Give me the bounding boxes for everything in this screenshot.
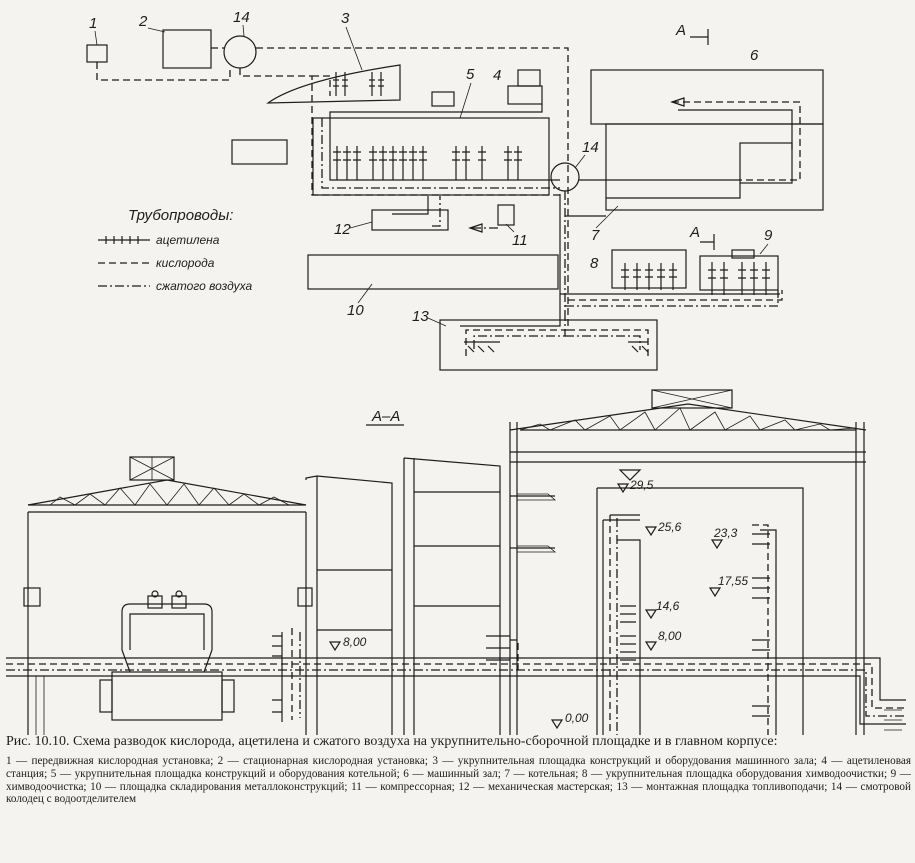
unit-2-stationary-oxygen-plant bbox=[162, 29, 212, 69]
pipeline-diagram: 1 2 14 3 4 bbox=[6, 9, 906, 735]
label-2: 2 bbox=[138, 13, 148, 30]
label-10: 10 bbox=[347, 302, 364, 319]
turbine-hall-section bbox=[23, 456, 313, 735]
elevation-29-5: 29,5 bbox=[629, 478, 654, 492]
label-7: 7 bbox=[591, 227, 600, 244]
caption-title: Рис. 10.10. Схема разводок кислорода, ац… bbox=[6, 734, 778, 749]
legend-acetylene: ацетилена bbox=[156, 233, 220, 247]
label-3: 3 bbox=[341, 10, 350, 27]
label-12: 12 bbox=[334, 221, 351, 238]
label-5: 5 bbox=[466, 66, 475, 83]
site-5-valve-rack bbox=[333, 146, 522, 180]
elevation-0-00: 0,00 bbox=[565, 711, 589, 725]
unit-1-mobile-oxygen-plant bbox=[86, 44, 108, 63]
elevation-25-6: 25,6 bbox=[657, 520, 682, 534]
label-14-mid: 14 bbox=[582, 139, 599, 156]
deaerator-bay-section bbox=[305, 457, 557, 735]
unit-9-water-treatment bbox=[699, 255, 779, 291]
elevation-8-00-right: 8,00 bbox=[658, 629, 682, 643]
unit-11-compressor-station bbox=[497, 204, 515, 226]
section-marker-top: A bbox=[675, 22, 686, 39]
label-1: 1 bbox=[89, 15, 97, 32]
unit-12-mechanical-workshop bbox=[371, 209, 449, 231]
section-marker-mid: A bbox=[689, 224, 700, 241]
unit-14-inspection-well-2 bbox=[550, 162, 580, 192]
label-11: 11 bbox=[512, 232, 528, 249]
legend-title: Трубопроводы: bbox=[128, 207, 233, 224]
unit-5-boiler-assembly-site bbox=[312, 117, 550, 196]
unit-10-storage-area bbox=[307, 254, 559, 290]
unit-4-acetylene-station bbox=[507, 85, 543, 105]
legend: Трубопроводы: ацетилена кислорода сжатог… bbox=[98, 207, 252, 293]
unit-14-inspection-well bbox=[223, 35, 257, 69]
caption-legend: 1 — передвижная кислородная установка; 2… bbox=[6, 755, 911, 806]
unit-13-fuel-supply-site bbox=[439, 319, 658, 371]
label-14-top: 14 bbox=[233, 9, 250, 26]
elevation-marks: 29,5 25,6 23,3 17,55 14,6 8,00 8,00 0,00 bbox=[328, 478, 748, 730]
trunk-pipelines bbox=[6, 657, 906, 735]
label-4: 4 bbox=[493, 67, 501, 84]
plan-view: 1 2 14 3 4 bbox=[86, 9, 824, 371]
elevation-17-55: 17,55 bbox=[718, 574, 748, 588]
legend-oxygen: кислорода bbox=[156, 256, 215, 270]
label-13: 13 bbox=[412, 308, 429, 325]
elevation-8-00-left: 8,00 bbox=[343, 635, 367, 649]
elevation-23-3: 23,3 bbox=[713, 526, 738, 540]
legend-compressed-air: сжатого воздуха bbox=[156, 279, 252, 293]
section-a-a: А–А bbox=[6, 389, 906, 735]
turbine-unit bbox=[121, 603, 213, 650]
boiler-room-section bbox=[509, 389, 867, 735]
figure-caption: Рис. 10.10. Схема разводок кислорода, ац… bbox=[6, 733, 911, 806]
label-8: 8 bbox=[590, 255, 599, 272]
unit-3-turbine-hall-assembly-site bbox=[266, 64, 401, 104]
section-title: А–А bbox=[371, 408, 400, 425]
elevation-14-6: 14,6 bbox=[656, 599, 680, 613]
label-9: 9 bbox=[764, 227, 773, 244]
unit-6-turbine-hall bbox=[590, 69, 824, 125]
label-6: 6 bbox=[750, 47, 759, 64]
unit-7-boiler-room bbox=[605, 123, 824, 211]
